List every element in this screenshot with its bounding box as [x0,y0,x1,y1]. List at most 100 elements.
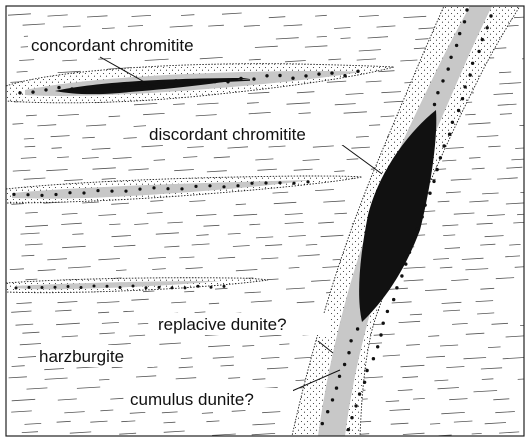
chromite-grain [363,381,366,384]
chromite-grain [148,85,151,88]
chromite-grain [239,77,242,80]
chromite-grain [222,185,225,188]
chromite-grain [109,87,112,90]
chromite-grain [326,410,329,413]
chromite-grain [171,286,174,289]
chromite-grain [321,422,324,425]
chromite-grain [18,91,21,94]
chromite-grain [461,97,464,100]
chromite-grain [463,85,466,88]
chromite-grain [119,286,122,289]
chromite-grain [278,181,281,184]
chromite-grain [372,357,375,360]
chromite-grain [331,398,334,401]
chromite-grain [347,428,350,431]
chromite-grain [350,416,353,419]
chromite-grain [416,227,419,230]
chromite-grain [138,188,141,191]
chromite-grain [226,80,229,83]
chromite-grain [166,187,169,190]
chromite-grain [489,14,492,17]
chromite-grain [250,182,253,185]
chromite-grain [376,345,379,348]
chromite-grain [236,184,239,187]
chromite-grain [265,74,268,77]
chromite-grain [465,8,468,11]
chromite-grain [338,375,341,378]
chromite-grain [278,74,281,77]
chromite-grain [486,26,489,29]
chromite-grain [54,286,57,289]
chromite-grain [395,286,398,289]
chromite-grain [449,56,452,59]
chromite-grain [433,103,436,106]
chromite-grain [122,84,125,87]
chromite-grain [158,286,161,289]
label-concordant-chromitite: concordant chromitite [31,36,194,55]
chromite-grain [411,239,414,242]
chromite-grain [477,50,480,53]
label-harzburgite: harzburgite [39,347,124,366]
chromite-grain [432,180,435,183]
chromite-grain [213,80,216,83]
chromite-grain [44,88,47,91]
chromite-grain [392,298,395,301]
chromite-grain [457,109,460,112]
chromite-grain [145,286,148,289]
chromite-grain [15,287,18,290]
chromite-grain [68,191,71,194]
label-replacive-dunite: replacive dunite? [158,315,287,334]
chromite-grain [54,193,57,196]
chromite-grain [451,121,454,124]
label-cumulus-dunite: cumulus dunite? [130,390,254,409]
chromite-grain [106,285,109,288]
chromite-grain [379,333,382,336]
chromite-grain [423,203,426,206]
chromite-grain [124,190,127,193]
chromite-grain [161,82,164,85]
chromite-grain [458,32,461,35]
chromite-grain [187,79,190,82]
chromite-grain [335,386,338,389]
chromite-grain [421,215,424,218]
chromite-grain [354,404,357,407]
chromite-grain [330,71,333,74]
chromite-grain [428,192,431,195]
chromite-grain [174,79,177,82]
chromite-grain [184,286,187,289]
chromite-grain [447,67,450,70]
chromite-grain [223,285,226,288]
chromite-grain [31,90,34,93]
chromite-grain [110,190,113,193]
chromite-grain [382,322,385,325]
chromite-grain [356,70,359,73]
chromite-grain [291,77,294,80]
chromite-grain [57,86,60,89]
chromite-grain [82,191,85,194]
chromite-grain [197,285,200,288]
chromite-grain [435,168,438,171]
chromite-grain [83,89,86,92]
chromite-grain [356,327,359,330]
chromite-grain [70,87,73,90]
chromite-grain [26,193,29,196]
chromite-grain [12,193,15,196]
chromite-grain [132,285,135,288]
chromite-grain [306,180,309,183]
chromite-grain [180,187,183,190]
chromite-grain [194,185,197,188]
chromite-grain [96,88,99,91]
chromite-grain [455,44,458,47]
chromite-grain [365,369,368,372]
chromite-grain [349,339,352,342]
chromite-grain [317,72,320,75]
chromite-grain [80,286,83,289]
chromite-grain [135,83,138,86]
chromite-grain [264,181,267,184]
chromite-grain [463,20,466,23]
chromite-grain [448,133,451,136]
chromite-grain [208,184,211,187]
chromite-grain [67,285,70,288]
